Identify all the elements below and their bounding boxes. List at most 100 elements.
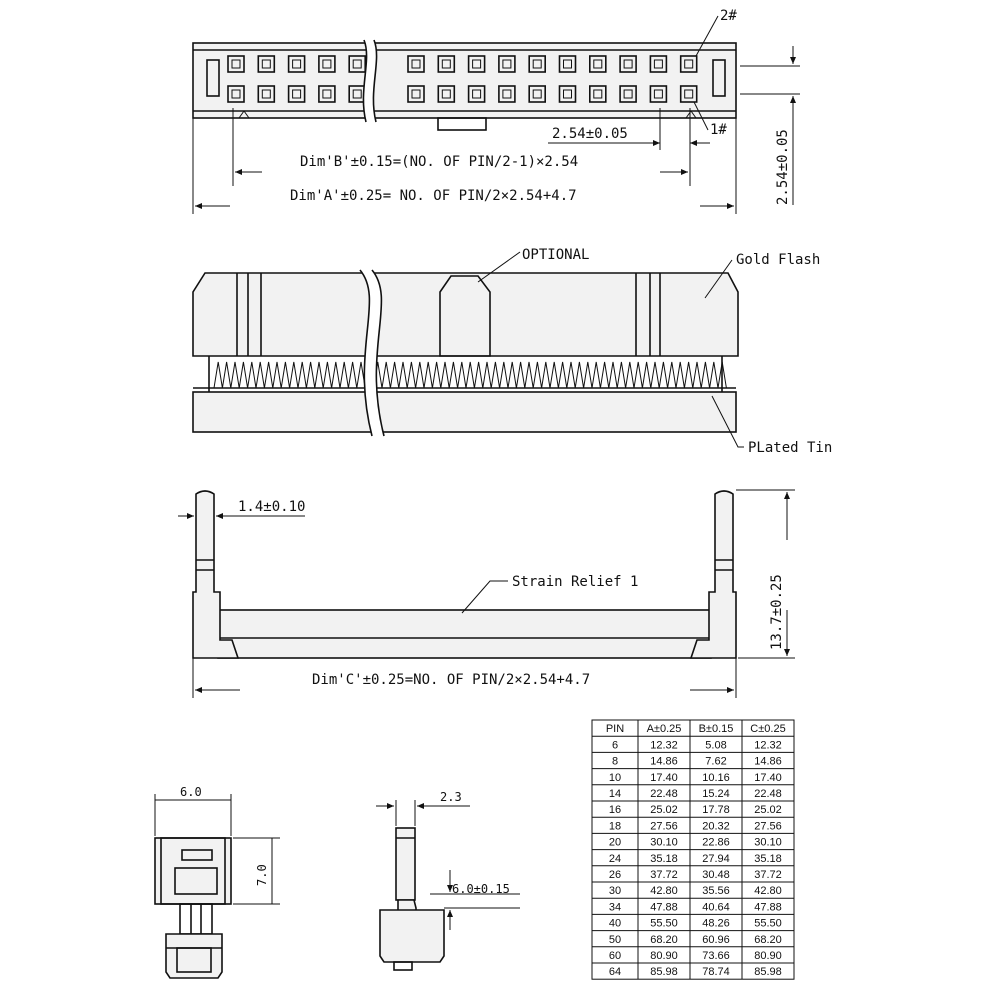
table-cell: 47.88 xyxy=(754,901,782,913)
table-cell: 60.96 xyxy=(702,934,730,946)
table-cell: 8 xyxy=(612,756,618,768)
end-view-2-body xyxy=(379,909,445,963)
pin-socket xyxy=(558,55,577,73)
table-cell: 22.86 xyxy=(702,837,730,849)
table-cell: 48.26 xyxy=(702,918,730,930)
table-cell: 35.18 xyxy=(650,853,678,865)
table-cell: 35.18 xyxy=(754,853,782,865)
table-cell: 50 xyxy=(609,934,621,946)
table-cell: 17.78 xyxy=(702,804,730,816)
pin-socket xyxy=(619,85,637,103)
table-cell: 14 xyxy=(609,788,621,800)
table-cell: 34 xyxy=(609,901,621,913)
front-view: OPTIONAL Gold Flash PLated Tin xyxy=(192,247,832,456)
table-cell: 20.32 xyxy=(702,820,730,832)
pin-socket xyxy=(558,85,577,103)
table-cell: 18 xyxy=(609,820,621,832)
right-latch-slot xyxy=(712,59,726,97)
table-cell: 22.48 xyxy=(754,788,782,800)
end-view-left: 6.0 7.0 xyxy=(154,785,280,979)
table-cell: 15.24 xyxy=(702,788,730,800)
table-cell: 37.72 xyxy=(754,869,782,881)
table-cell: 20 xyxy=(609,837,621,849)
dim-c-label: Dim'C'±0.25=NO. OF PIN/2×2.54+4.7 xyxy=(312,672,590,688)
strain-relief-bar xyxy=(217,609,712,659)
table-cell: 10.16 xyxy=(702,772,730,784)
pin-socket xyxy=(498,55,516,73)
left-latch-slot xyxy=(206,59,220,97)
pin-socket xyxy=(437,85,456,103)
optional-tab xyxy=(439,275,491,357)
pin-socket xyxy=(318,55,336,73)
table-cell: 30.10 xyxy=(650,837,678,849)
table-cell: 40 xyxy=(609,918,621,930)
table-cell: 24 xyxy=(609,853,621,865)
strain-relief-label: Strain Relief 1 xyxy=(512,574,638,590)
pin-socket xyxy=(257,55,276,73)
dim-a-label: Dim'A'±0.25= NO. OF PIN/2×2.54+4.7 xyxy=(290,188,577,204)
table-cell: 64 xyxy=(609,966,621,978)
pin-socket xyxy=(437,55,456,73)
table-cell: 27.56 xyxy=(754,820,782,832)
table-cell: 35.56 xyxy=(702,885,730,897)
table-cell: 55.50 xyxy=(650,918,678,930)
table-cell: 30.10 xyxy=(754,837,782,849)
optional-label: OPTIONAL xyxy=(522,247,589,263)
table-cell: 25.02 xyxy=(754,804,782,816)
table-cell: 60 xyxy=(609,950,621,962)
left-latch xyxy=(192,490,240,659)
table-cell: 47.88 xyxy=(650,901,678,913)
table-cell: 30 xyxy=(609,885,621,897)
table-header-cell: B±0.15 xyxy=(699,723,734,735)
table-cell: 68.20 xyxy=(650,934,678,946)
table-cell: 14.86 xyxy=(754,756,782,768)
pitch-label: 2.54±0.05 xyxy=(552,126,628,142)
table-cell: 80.90 xyxy=(650,950,678,962)
front-view-body xyxy=(192,272,739,357)
end-view-depth-label: 6.0±0.15 xyxy=(452,882,510,896)
pin-socket xyxy=(348,55,367,73)
table-header-cell: PIN xyxy=(606,723,624,735)
table-cell: 27.94 xyxy=(702,853,730,865)
table-cell: 5.08 xyxy=(705,739,726,751)
pin-socket xyxy=(407,55,425,73)
table-cell: 22.48 xyxy=(650,788,678,800)
plated-tin-label: PLated Tin xyxy=(748,440,832,456)
table-cell: 16 xyxy=(609,804,621,816)
pin-socket xyxy=(227,55,245,73)
top-view-body xyxy=(192,42,737,119)
table-cell: 14.86 xyxy=(650,756,678,768)
table-cell: 42.80 xyxy=(754,885,782,897)
pin-socket xyxy=(649,55,668,73)
table-cell: 7.62 xyxy=(705,756,726,768)
top-view: 2# 1# 2.54±0.05 Dim'B'±0.15=(NO. OF PIN/… xyxy=(192,8,800,214)
table-cell: 85.98 xyxy=(650,966,678,978)
row-pitch-label: 2.54±0.05 xyxy=(775,129,791,205)
pin-socket xyxy=(528,85,547,103)
pin-socket xyxy=(679,85,698,103)
table-cell: 17.40 xyxy=(650,772,678,784)
pin-socket xyxy=(467,85,486,103)
end-view-width-label: 6.0 xyxy=(180,785,202,799)
table-cell: 42.80 xyxy=(650,885,678,897)
pin-socket xyxy=(227,85,245,103)
table-cell: 68.20 xyxy=(754,934,782,946)
latch-thickness-label: 2.3 xyxy=(440,790,462,804)
table-cell: 40.64 xyxy=(702,901,730,913)
pin-socket xyxy=(287,85,306,103)
pin-socket xyxy=(588,55,607,73)
table-cell: 80.90 xyxy=(754,950,782,962)
table-cell: 85.98 xyxy=(754,966,782,978)
table-header-cell: A±0.25 xyxy=(647,723,682,735)
pin-socket xyxy=(318,85,336,103)
pin-grid xyxy=(227,55,698,103)
idc-contacts xyxy=(213,361,727,393)
table-cell: 27.56 xyxy=(650,820,678,832)
table-cell: 26 xyxy=(609,869,621,881)
pin-socket xyxy=(619,55,637,73)
table-cell: 17.40 xyxy=(754,772,782,784)
table-cell: 37.72 xyxy=(650,869,678,881)
pin-2-label: 2# xyxy=(720,8,737,24)
front-view-base xyxy=(192,391,737,433)
